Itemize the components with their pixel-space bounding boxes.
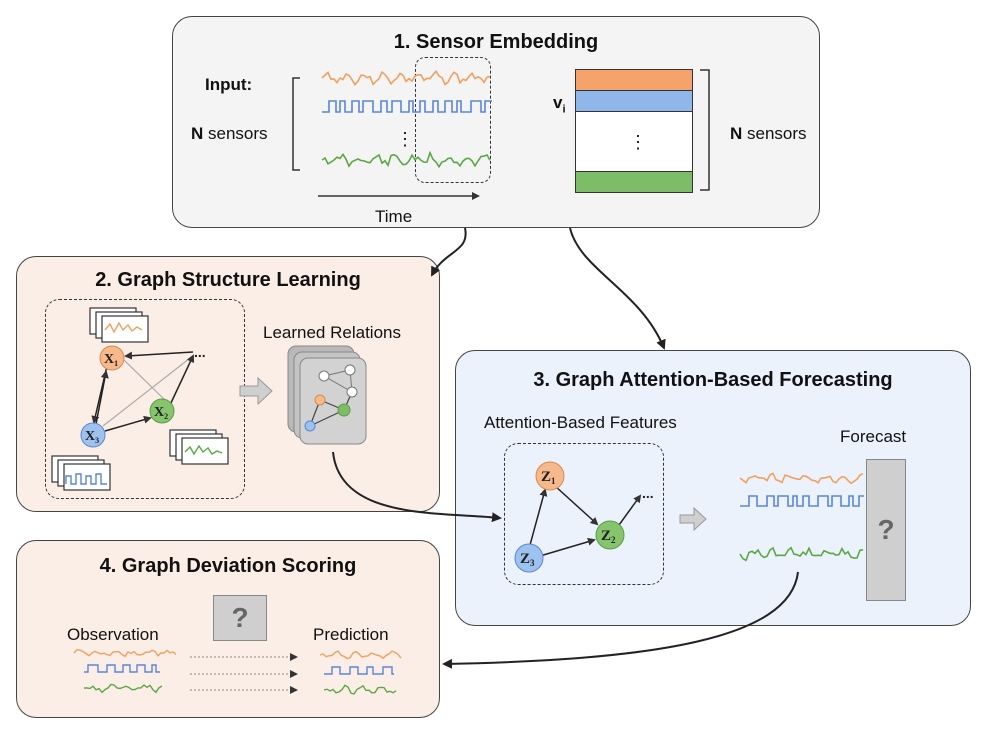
- input-label: Input:: [205, 75, 253, 94]
- embedding-subscript: i: [562, 103, 566, 116]
- n-sensors-left-label: N sensors: [191, 124, 268, 144]
- sensor-embedding-title: 1. Sensor Embedding: [393, 31, 599, 53]
- learned-relations-label: Learned Relations: [263, 323, 401, 342]
- sensor-graph-box: [45, 299, 245, 499]
- deviation-question-box: ?: [213, 595, 267, 641]
- embedding-label: vi: [553, 93, 566, 115]
- deviation-panel: 4. Graph Deviation Scoring ? Observation…: [16, 540, 440, 718]
- forecast-label: Forecast: [840, 427, 907, 446]
- prediction-label: Prediction: [313, 625, 389, 644]
- forecasting-title: 3. Graph Attention-Based Forecasting: [533, 369, 893, 391]
- n-label: N: [191, 124, 204, 143]
- embedding-row-green: [576, 171, 692, 192]
- embedding-ellipsis: ⋮: [629, 132, 647, 152]
- deviation-title: 4. Graph Deviation Scoring: [99, 555, 357, 577]
- arrow-to-forecasting: [569, 227, 666, 350]
- n-sensors-right-label: N sensors: [730, 124, 807, 144]
- sensor-embedding-panel: 1. Sensor Embedding Input: N sensors ⋮ T…: [172, 16, 820, 228]
- embedding-row-blue: [576, 91, 692, 112]
- embedding-matrix: ⋮: [575, 69, 693, 193]
- time-label: Time: [375, 207, 413, 226]
- time-window-box: [415, 57, 491, 183]
- sensor-ellipsis: ⋮: [396, 129, 414, 149]
- graph-structure-panel: 2. Graph Structure Learning Learned Rela…: [16, 256, 440, 512]
- observation-label: Observation: [67, 625, 159, 644]
- attention-graph-box: [504, 443, 664, 585]
- embedding-row-orange: [576, 70, 692, 91]
- sensors-label-right: sensors: [747, 124, 807, 143]
- forecast-question-box: ?: [866, 459, 906, 601]
- attention-features-label: Attention-Based Features: [484, 413, 677, 432]
- graph-structure-title: 2. Graph Structure Learning: [95, 269, 361, 291]
- forecasting-panel: 3. Graph Attention-Based Forecasting Att…: [455, 350, 971, 626]
- n-label-right: N: [730, 124, 743, 143]
- sensors-label: sensors: [208, 124, 268, 143]
- embedding-letter: v: [553, 93, 563, 112]
